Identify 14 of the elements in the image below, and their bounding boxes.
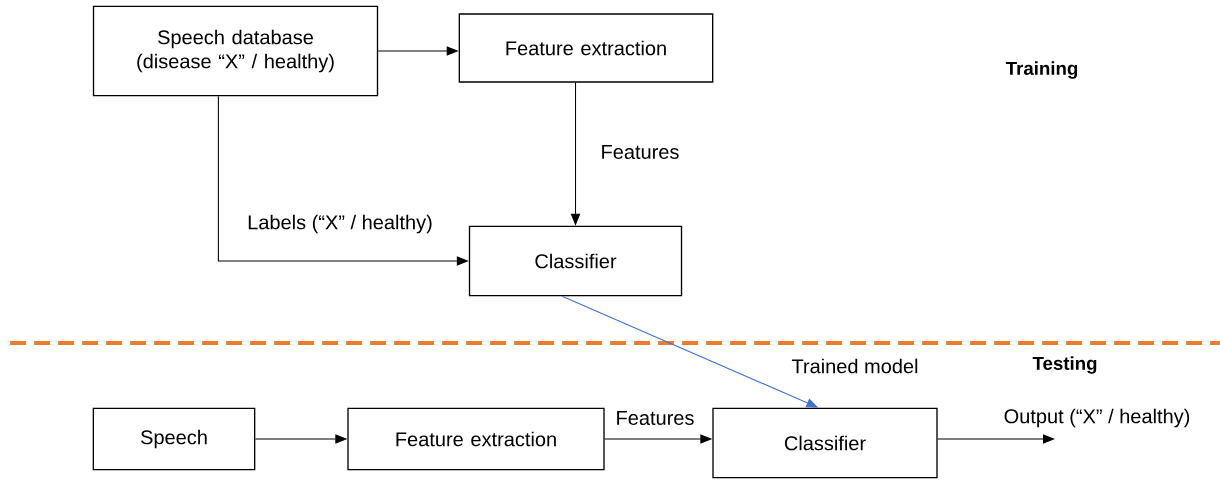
process-box: Speech database (disease “X” / healthy) bbox=[92, 5, 379, 97]
process-box: Feature extraction bbox=[458, 13, 714, 83]
section-label: Testing bbox=[1032, 356, 1097, 374]
edge-label: Output (“X” / healthy) bbox=[1002, 407, 1192, 429]
process-box: Classifier bbox=[712, 407, 938, 479]
edge-label: Labels (“X” / healthy) bbox=[245, 213, 435, 235]
arrow bbox=[937, 434, 1055, 444]
edge-label: Features bbox=[614, 409, 696, 427]
process-box: Speech bbox=[92, 407, 256, 471]
section-label: Training bbox=[1005, 61, 1078, 79]
edge-label: Trained model bbox=[790, 357, 920, 375]
process-box: Classifier bbox=[468, 225, 683, 297]
process-box: Feature extraction bbox=[347, 407, 605, 471]
edge-label: Features bbox=[599, 143, 681, 161]
